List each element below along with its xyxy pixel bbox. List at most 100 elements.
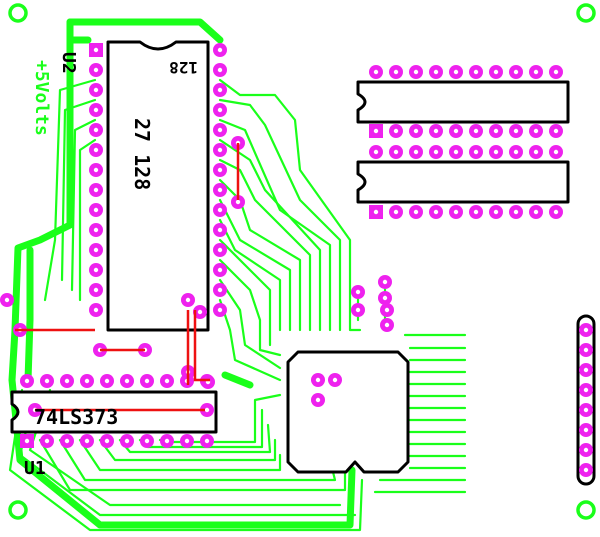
dip-upper-pad-top-9-hole [533, 69, 539, 75]
via-20-hole [332, 377, 338, 383]
dip-lower-pad-top-10-hole [553, 149, 559, 155]
via-21-hole [315, 397, 321, 403]
u2-pad-left-6-hole [93, 147, 99, 153]
dip-lower-pad-bottom-2-hole [393, 209, 399, 215]
via-17-hole [384, 307, 390, 313]
u2-pad-right-14-hole [217, 307, 223, 313]
u1-pad-top-2-hole [44, 378, 50, 384]
u1-pad-top-1-hole [24, 378, 30, 384]
header-pad-2-hole [583, 347, 589, 353]
dip-lower-pad-top-9-hole [533, 149, 539, 155]
u2-pad-right-10-hole [217, 227, 223, 233]
u1-pad-bottom-8-hole [164, 438, 170, 444]
dip-lower-pad-bottom-8-hole [513, 209, 519, 215]
u2-pad-left-1-hole [93, 47, 99, 53]
header-pad-6-hole [583, 427, 589, 433]
via-5-hole [185, 297, 191, 303]
dip-lower-pad-top-6-hole [473, 149, 479, 155]
u1-pad-bottom-7-hole [144, 438, 150, 444]
jumpers [15, 143, 240, 412]
via-18-hole [384, 322, 390, 328]
via-13-hole [382, 279, 388, 285]
dip-lower-pad-top-8-hole [513, 149, 519, 155]
via-16-hole [355, 307, 361, 313]
dip-upper-pad-top-8-hole [513, 69, 519, 75]
u1-pad-bottom-5-hole [104, 438, 110, 444]
u2-pads [89, 43, 227, 317]
u2-pad-right-13-hole [217, 287, 223, 293]
dip-upper-pad-top-4-hole [433, 69, 439, 75]
header-pad-4-hole [583, 387, 589, 393]
vias [0, 136, 394, 417]
u2-pad-left-3-hole [93, 87, 99, 93]
u2-pad-left-14-hole [93, 307, 99, 313]
u2-pad-left-8-hole [93, 187, 99, 193]
dip-upper-pad-top-6-hole [473, 69, 479, 75]
silkscreen-labels: U2 27 128 128 U1 74LS373 +5Volts [24, 52, 198, 479]
dip-chip-lower [356, 160, 570, 204]
u2-pad-right-5-hole [217, 127, 223, 133]
dip-chip-upper [356, 80, 570, 124]
mounting-holes [8, 3, 596, 520]
u2-pad-left-9-hole [93, 207, 99, 213]
dip-upper-pad-top-7-hole [493, 69, 499, 75]
mounting-hole-top-right [576, 3, 596, 23]
via-9-hole [204, 407, 210, 413]
header-pad-7-hole [583, 447, 589, 453]
header-pad-3-hole [583, 367, 589, 373]
dip-lower-pad-bottom-1-hole [373, 209, 379, 215]
plcc-socket [286, 350, 410, 474]
dip-upper-pad-bottom-8-hole [513, 128, 519, 134]
dip-lower-pad-top-7-hole [493, 149, 499, 155]
dip-upper-pad-bottom-5-hole [453, 128, 459, 134]
u1-part-label: 74LS373 [34, 405, 118, 429]
dip-lower-pad-top-4-hole [433, 149, 439, 155]
header-connector [576, 314, 596, 486]
u2-reference-label: U2 [58, 52, 79, 74]
u2-pad-right-1-hole [217, 47, 223, 53]
u1-pad-top-7-hole [144, 378, 150, 384]
dip-upper-pad-bottom-6-hole [473, 128, 479, 134]
u2-pad-right-9-hole [217, 207, 223, 213]
u2-pin-marker-label: 128 [169, 58, 198, 77]
u1-pad-bottom-9-hole [184, 438, 190, 444]
via-14-hole [382, 295, 388, 301]
u1-pad-bottom-10-hole [204, 438, 210, 444]
u2-pad-right-2-hole [217, 67, 223, 73]
via-15-hole [355, 289, 361, 295]
dip-lower-pad-bottom-6-hole [473, 209, 479, 215]
via-12-hole [235, 199, 241, 205]
dip-upper-pad-top-10-hole [553, 69, 559, 75]
u1-pad-top-6-hole [124, 378, 130, 384]
u2-part-label: 27 128 [130, 118, 154, 190]
u2-pad-left-2-hole [93, 67, 99, 73]
u2-pad-right-7-hole [217, 167, 223, 173]
u2-pad-left-12-hole [93, 267, 99, 273]
dip-lower-pad-bottom-10-hole [553, 209, 559, 215]
signal-traces [8, 78, 467, 532]
u2-pad-right-11-hole [217, 247, 223, 253]
dip-lower-pad-bottom-5-hole [453, 209, 459, 215]
u1-latch [10, 390, 218, 434]
mounting-hole-bottom-left [8, 500, 28, 520]
header-pad-5-hole [583, 407, 589, 413]
power-label: +5Volts [31, 60, 52, 136]
dip-lower-pad-bottom-3-hole [413, 209, 419, 215]
u1-pad-bottom-4-hole [84, 438, 90, 444]
dip-lower-pad-top-1-hole [373, 149, 379, 155]
dip-upper-pad-bottom-4-hole [433, 128, 439, 134]
dip-lower-pad-bottom-7-hole [493, 209, 499, 215]
dip-upper-pad-bottom-10-hole [553, 128, 559, 134]
u1-pad-top-5-hole [104, 378, 110, 384]
u1-pad-top-8-hole [164, 378, 170, 384]
u2-pad-right-12-hole [217, 267, 223, 273]
u2-pad-left-7-hole [93, 167, 99, 173]
dip-upper-pad-bottom-3-hole [413, 128, 419, 134]
u2-eprom [106, 40, 210, 332]
header-pad-1-hole [583, 327, 589, 333]
u1-pad-top-3-hole [64, 378, 70, 384]
dip-lower-pad-top-2-hole [393, 149, 399, 155]
mounting-hole-bottom-right [576, 500, 596, 520]
dip-upper-pad-top-1-hole [373, 69, 379, 75]
